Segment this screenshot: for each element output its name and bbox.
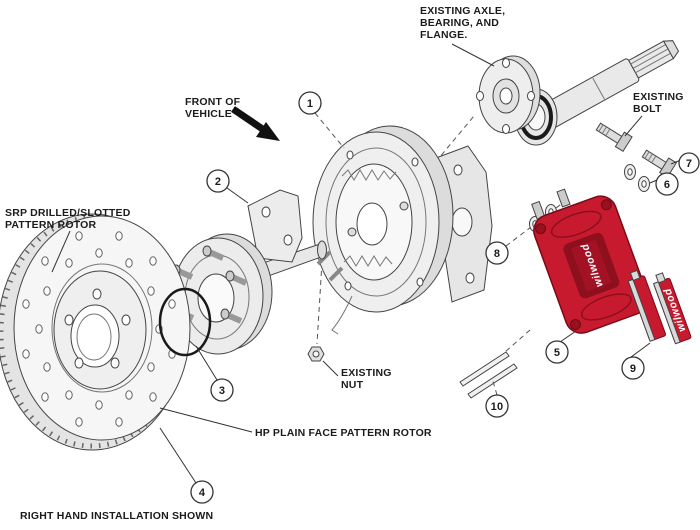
axle-flange: [476, 55, 541, 134]
caliper-slot: [571, 239, 612, 292]
srp-rotor-label: PATTERN ROTOR: [5, 219, 96, 231]
existing-axle-label: EXISTING AXLE,: [420, 5, 505, 17]
front-of-vehicle-arrow: [231, 106, 280, 141]
callout-8-num: 8: [494, 248, 500, 260]
callouts: 1 2 3 4 5 6 7 8: [190, 91, 700, 504]
rotor-hat: [171, 233, 273, 355]
callout-5: 5: [545, 340, 569, 364]
existing-bolt-label: EXISTING: [633, 91, 684, 103]
callout-5-num: 5: [554, 347, 560, 359]
washer: [638, 176, 650, 192]
footer-note: RIGHT HAND INSTALLATION SHOWN: [20, 510, 213, 522]
existing-nut-label: EXISTING: [341, 367, 392, 379]
hp-rotor-label: HP PLAIN FACE PATTERN ROTOR: [255, 427, 432, 439]
callout-2-num: 2: [215, 176, 221, 188]
callout-6-num: 6: [664, 179, 670, 191]
callout-10: 10: [485, 394, 509, 418]
leader-lines: [51, 43, 682, 484]
existing-nut-part: [307, 346, 325, 362]
o-ring: [158, 287, 212, 357]
drilled-holes: [22, 231, 176, 427]
front-of-vehicle-label: FRONT OF: [185, 96, 241, 108]
callout-7: 7: [678, 152, 700, 174]
bridge-bolt: [556, 188, 571, 208]
callout-6: 6: [655, 172, 679, 196]
text-labels: EXISTING AXLE, BEARING, AND FLANGE. FRON…: [5, 5, 684, 522]
callout-4-num: 4: [199, 487, 206, 499]
existing-axle-label: FLANGE.: [420, 29, 467, 41]
existing-bolt-label: BOLT: [633, 103, 662, 115]
srp-rotor-label: SRP DRILLED/SLOTTED: [5, 207, 131, 219]
callout-8: 8: [485, 241, 509, 265]
pad-clips: [459, 351, 518, 399]
existing-bolt-1: [595, 122, 633, 153]
washer: [624, 164, 636, 180]
callout-1-num: 1: [307, 98, 313, 110]
front-of-vehicle-label: VEHICLE: [185, 108, 232, 120]
rotor-bolt-holes: [64, 288, 131, 369]
callout-9: 9: [621, 356, 645, 380]
srp-rotor: [0, 213, 191, 451]
callout-3: 3: [210, 378, 234, 402]
callout-9-num: 9: [630, 363, 636, 375]
callout-4: 4: [190, 480, 214, 504]
callout-3-num: 3: [219, 385, 225, 397]
existing-axle-label: BEARING, AND: [420, 17, 499, 29]
callout-10-num: 10: [491, 401, 504, 413]
callout-2: 2: [206, 169, 230, 193]
callout-1: 1: [298, 91, 322, 115]
existing-bolt-2: [641, 149, 678, 178]
backing-plate-assembly: [312, 125, 454, 335]
caliper: wilwood: [531, 188, 649, 334]
callout-7-num: 7: [686, 158, 692, 170]
existing-nut-label: NUT: [341, 379, 364, 391]
